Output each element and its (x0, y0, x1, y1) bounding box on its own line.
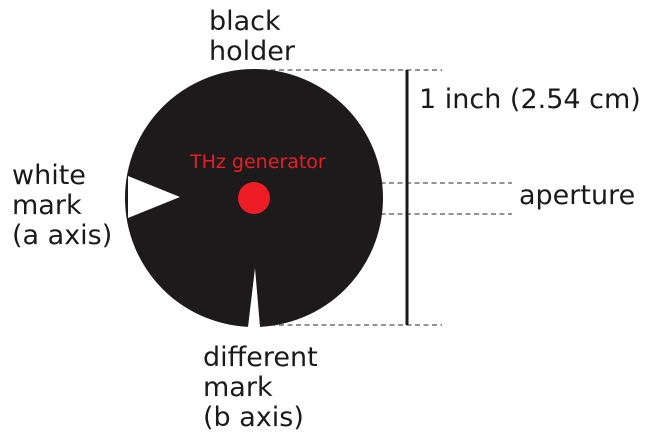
white-mark-label-line2: mark (12, 190, 82, 221)
aperture-label: aperture (519, 180, 635, 211)
holder-label-line2: holder (209, 36, 296, 67)
different-mark-label-line2: mark (203, 372, 273, 403)
different-mark-label-line3: (b axis) (203, 402, 304, 433)
thz-generator-spot (238, 182, 270, 214)
different-mark-b-axis (248, 268, 260, 327)
holder-label-line1: black (209, 6, 281, 37)
white-mark-a-axis (128, 176, 180, 218)
white-mark-label-line1: white (12, 160, 86, 191)
different-mark-label-line1: different (203, 342, 318, 373)
white-mark-label-line3: (a axis) (12, 220, 112, 251)
dimension-label: 1 inch (2.54 cm) (419, 84, 641, 115)
generator-label: THz generator (189, 151, 326, 173)
